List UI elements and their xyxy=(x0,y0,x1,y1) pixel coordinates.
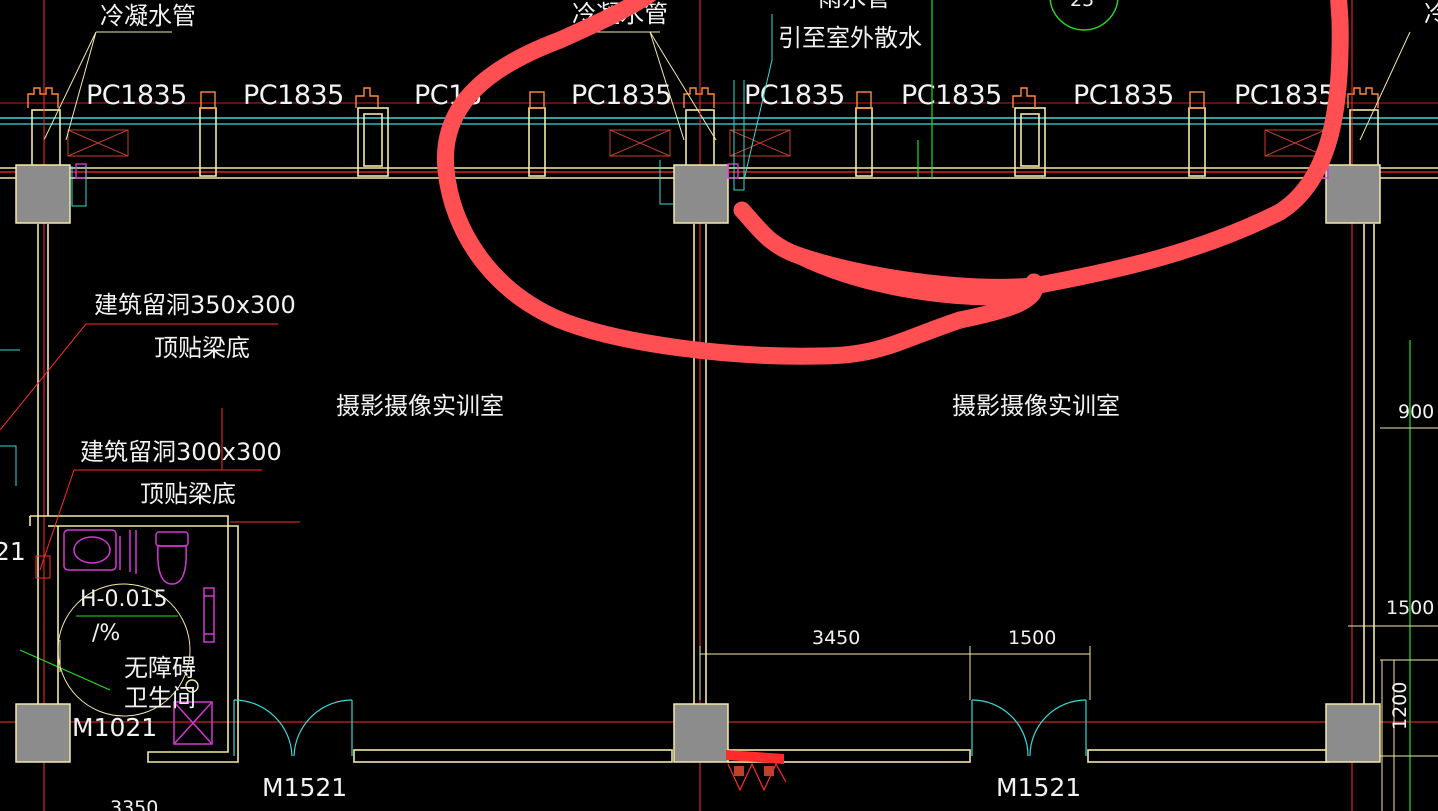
grab-bar-icon xyxy=(203,587,215,643)
green-guides xyxy=(19,0,1411,811)
opening-size: 建筑留洞300x300 xyxy=(80,438,282,466)
room-label: 摄影摄像实训室 xyxy=(952,392,1120,420)
ac-units xyxy=(67,129,1326,157)
pipe-annotations: 冷凝水管 冷凝水管 雨水管 引至室外散水 冷 xyxy=(43,0,1438,181)
toilet-label: 无障碍 xyxy=(124,654,196,682)
axis-bubble xyxy=(1049,0,1119,31)
toilet-label: 卫生间 xyxy=(124,684,196,712)
pier-caps xyxy=(27,87,1379,109)
room-label: 摄影摄像实训室 xyxy=(336,392,504,420)
dimension-value: 3350 xyxy=(110,797,158,811)
pipe-label: 冷凝水管 xyxy=(100,2,196,30)
window-tag: PC1835 xyxy=(1234,80,1335,111)
edge-text: 25 xyxy=(1070,0,1094,11)
toilet-room: H-0.015 /% 无障碍 卫生间 xyxy=(57,529,215,745)
door-tag: M1021 xyxy=(72,713,157,742)
window-tag: PC1835 xyxy=(571,80,672,111)
dimension-value: 900 xyxy=(1398,401,1434,423)
left-edge-fragments xyxy=(0,349,20,486)
window-tag: PC1835 xyxy=(744,80,845,111)
shower-drain-icon xyxy=(173,701,213,745)
pipe-note: 引至室外散水 xyxy=(778,24,922,52)
opening-note: 顶贴梁底 xyxy=(140,480,236,508)
window-tags: PC1835 PC1835 PC18 PC1835 PC1835 PC1835 … xyxy=(86,80,1335,111)
elevation-mark: H-0.015 xyxy=(80,587,167,612)
dimension-value: 3450 xyxy=(812,627,860,649)
window-tag: PC1835 xyxy=(86,80,187,111)
annotation-loop xyxy=(436,0,1349,365)
door-swing-icon xyxy=(233,699,1087,757)
toilet-icon xyxy=(155,531,189,585)
pipe-label: 雨水管 xyxy=(818,0,890,12)
dimension-value: 1500 xyxy=(1386,597,1434,619)
dimension-value: 1200 xyxy=(1389,682,1411,730)
opening-size: 建筑留洞350x300 xyxy=(94,291,296,319)
edge-text: 21 xyxy=(0,537,26,566)
door-tag: M1521 xyxy=(996,773,1081,802)
entrance-marker xyxy=(726,750,787,792)
dimension-value: 1500 xyxy=(1008,627,1056,649)
door-tag: M1521 xyxy=(262,773,347,802)
washbasin-icon xyxy=(63,529,137,574)
window-tag: PC1835 xyxy=(901,80,1002,111)
columns xyxy=(15,164,1381,763)
window-tag: PC1835 xyxy=(243,80,344,111)
opening-note: 顶贴梁底 xyxy=(154,334,250,362)
floor-drain-icon xyxy=(185,679,199,693)
opening-notes: 建筑留洞350x300 顶贴梁底 建筑留洞300x300 顶贴梁底 xyxy=(0,291,296,579)
pipe-label: 冷 xyxy=(1424,0,1438,28)
pipe-risers xyxy=(71,80,745,207)
svg-text:/%: /% xyxy=(92,621,120,646)
dimension-lines xyxy=(699,427,1438,811)
window-tag: PC1835 xyxy=(1073,80,1174,111)
